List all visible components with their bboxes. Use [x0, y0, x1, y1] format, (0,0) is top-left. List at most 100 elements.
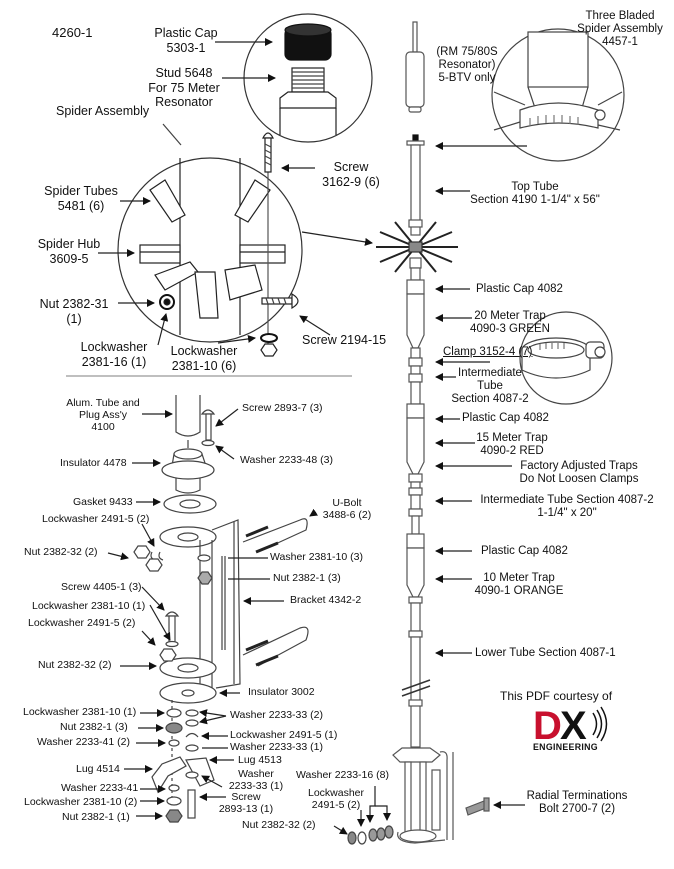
radial-bolt-part: [465, 797, 490, 816]
base-mount-assembly: [133, 395, 394, 845]
label-lockwasher-2491-5-a: Lockwasher 2491-5 (2): [42, 513, 150, 525]
label-nut-2382-1-c: Nut 2382-1 (1): [62, 811, 130, 823]
label-line: 2491-5 (2): [311, 799, 361, 811]
label-line: 20 Meter Trap: [474, 310, 546, 322]
label-washer-2233-48: Washer 2233-48 (3): [240, 454, 333, 466]
label-insulator-4478: Insulator 4478: [60, 457, 127, 469]
label-intermediate-tube-2: Intermediate Tube Section 4087-2 1-1/4" …: [474, 494, 660, 520]
label-line: 3609-5: [49, 251, 89, 266]
label-line: 5303-1: [166, 40, 206, 55]
label-washer-2233-33-1b: Washer 2233-33 (1): [222, 768, 290, 792]
label-10m-trap: 10 Meter Trap 4090-1 ORANGE: [470, 572, 568, 598]
label-line: Nut 2382-31: [39, 297, 109, 311]
label-plastic-cap-4082-2: Plastic Cap 4082: [462, 412, 549, 424]
antenna-mast: [376, 21, 458, 844]
label-screw-2893-7: Screw 2893-7 (3): [242, 402, 323, 414]
label-alum-tube: Alum. Tube and Plug Ass'y 4100: [64, 397, 142, 433]
label-line: Resonator: [155, 95, 213, 109]
label-lockwasher-2381-10-6: Lockwasher 2381-10 (6): [164, 344, 244, 373]
label-line: 2381-16 (1): [81, 354, 147, 369]
clamp-detail-circle: [519, 311, 613, 405]
label-line: U-Bolt: [332, 497, 362, 509]
label-u-bolt: U-Bolt 3488-6 (2): [318, 497, 376, 521]
logo-letter-d: D: [533, 704, 562, 748]
three-bladed-spider-detail-circle: [491, 28, 625, 162]
label-nut-2382-1-b: Nut 2382-1 (3): [60, 721, 128, 733]
screw-2194-part: [261, 292, 299, 310]
signal-wave-icon: [592, 712, 598, 736]
label-lockwasher-2491-5-b: Lockwasher 2491-5 (2): [28, 617, 136, 629]
label-line: 4090-1 ORANGE: [474, 585, 564, 597]
label-line: 3162-9 (6): [322, 174, 380, 189]
label-line: 2233-33 (1): [228, 780, 284, 792]
label-line: Do Not Loosen Clamps: [519, 473, 639, 485]
label-lug-4513: Lug 4513: [238, 754, 282, 766]
label-plastic-cap-5303: Plastic Cap 5303-1: [140, 26, 232, 55]
label-line: For 75 Meter: [148, 80, 220, 95]
label-line: 1-1/4" x 20": [537, 507, 597, 519]
label-line: 2893-13 (1): [218, 803, 274, 815]
arrow-screw-2194: [299, 315, 331, 336]
label-line: Tube: [477, 380, 503, 392]
label-nut-2382-32-b: Nut 2382-32 (2): [38, 659, 112, 671]
label-line: Stud 5648: [155, 66, 213, 80]
label-line: Section 4087-2: [451, 393, 529, 405]
label-lockwasher-2491-5-c: Lockwasher 2491-5 (1): [230, 729, 338, 741]
spider-hub-detail-circle: [117, 150, 303, 350]
label-line: Spider Hub: [37, 237, 101, 251]
label-line: Alum. Tube and: [66, 397, 140, 409]
label-screw-2893-13: Screw 2893-13 (1): [214, 791, 278, 815]
label-radial-terminations: Radial Terminations Bolt 2700-7 (2): [525, 790, 629, 816]
label-line: Three Bladed: [585, 10, 655, 22]
label-line: 15 Meter Trap: [476, 432, 548, 444]
label-line: Intermediate: [458, 367, 522, 379]
label-line: Washer: [238, 768, 274, 780]
label-nut-2382-31: Nut 2382-31 (1): [34, 297, 114, 326]
label-factory-adjusted-traps: Factory Adjusted Traps Do Not Loosen Cla…: [515, 460, 643, 486]
label-lug-4514: Lug 4514: [76, 763, 120, 775]
label-line: Bolt 2700-7 (2): [538, 803, 616, 815]
label-nut-2382-1-a: Nut 2382-1 (3): [273, 572, 341, 584]
label-top-tube: Top Tube Section 4190 1-1/4" x 56": [450, 181, 620, 207]
label-line: 10 Meter Trap: [483, 572, 555, 584]
label-line: Screw: [333, 160, 369, 174]
label-washer-2233-33-2: Washer 2233-33 (2): [230, 709, 323, 721]
label-line: 4457-1: [602, 36, 638, 48]
label-three-bladed-spider: Three Bladed Spider Assembly 4457-1: [572, 10, 668, 49]
label-15m-trap: 15 Meter Trap 4090-2 RED: [472, 432, 552, 458]
label-resonator: (RM 75/80S Resonator) 5-BTV only: [428, 46, 506, 85]
label-washer-2233-16: Washer 2233-16 (8): [296, 769, 389, 781]
label-bracket-4342: Bracket 4342-2: [290, 594, 362, 606]
label-line: Resonator): [438, 59, 496, 71]
leader-spider-assembly: [162, 123, 182, 146]
label-lockwasher-2381-10-1: Lockwasher 2381-10 (1): [32, 600, 146, 612]
lockwasher-part: [260, 333, 278, 343]
label-line: Plastic Cap: [154, 26, 218, 40]
label-stud-5648: Stud 5648 For 75 Meter Resonator: [142, 66, 226, 110]
part-number-title: 4260-1: [52, 25, 93, 40]
logo-letter-x: X: [560, 704, 587, 748]
base-mount-arrows: [107, 408, 391, 835]
dx-engineering-logo: D X ENGINEERING: [533, 704, 608, 751]
nut-part: [260, 343, 278, 357]
label-screw-2194: Screw 2194-15: [302, 333, 387, 347]
label-line: 5481 (6): [57, 198, 105, 213]
label-line: Lockwasher: [170, 344, 238, 358]
label-lockwasher-2381-16: Lockwasher 2381-16 (1): [74, 340, 154, 369]
label-line: Spider Assembly: [577, 23, 663, 35]
label-line: 4090-2 RED: [480, 445, 544, 457]
label-line: Top Tube: [511, 181, 559, 193]
label-line: Lockwasher: [80, 340, 148, 354]
label-line: 4090-3 GREEN: [470, 323, 550, 335]
label-spider-assembly: Spider Assembly: [56, 104, 150, 118]
label-clamp-3152: Clamp 3152-4 (7): [443, 346, 533, 358]
arrow-lockwasher-2381-10: [217, 334, 256, 344]
label-lockwasher-2381-10-1b: Lockwasher 2381-10 (1): [23, 706, 137, 718]
label-20m-trap: 20 Meter Trap 4090-3 GREEN: [470, 310, 550, 336]
label-line: Screw: [231, 791, 261, 803]
screw-3162-part: [262, 132, 274, 173]
label-lockwasher-2491-5-d: Lockwasher 2491-5 (2): [304, 787, 368, 811]
courtesy-text: This PDF courtesy of: [500, 689, 613, 703]
label-line: Factory Adjusted Traps: [520, 460, 638, 472]
